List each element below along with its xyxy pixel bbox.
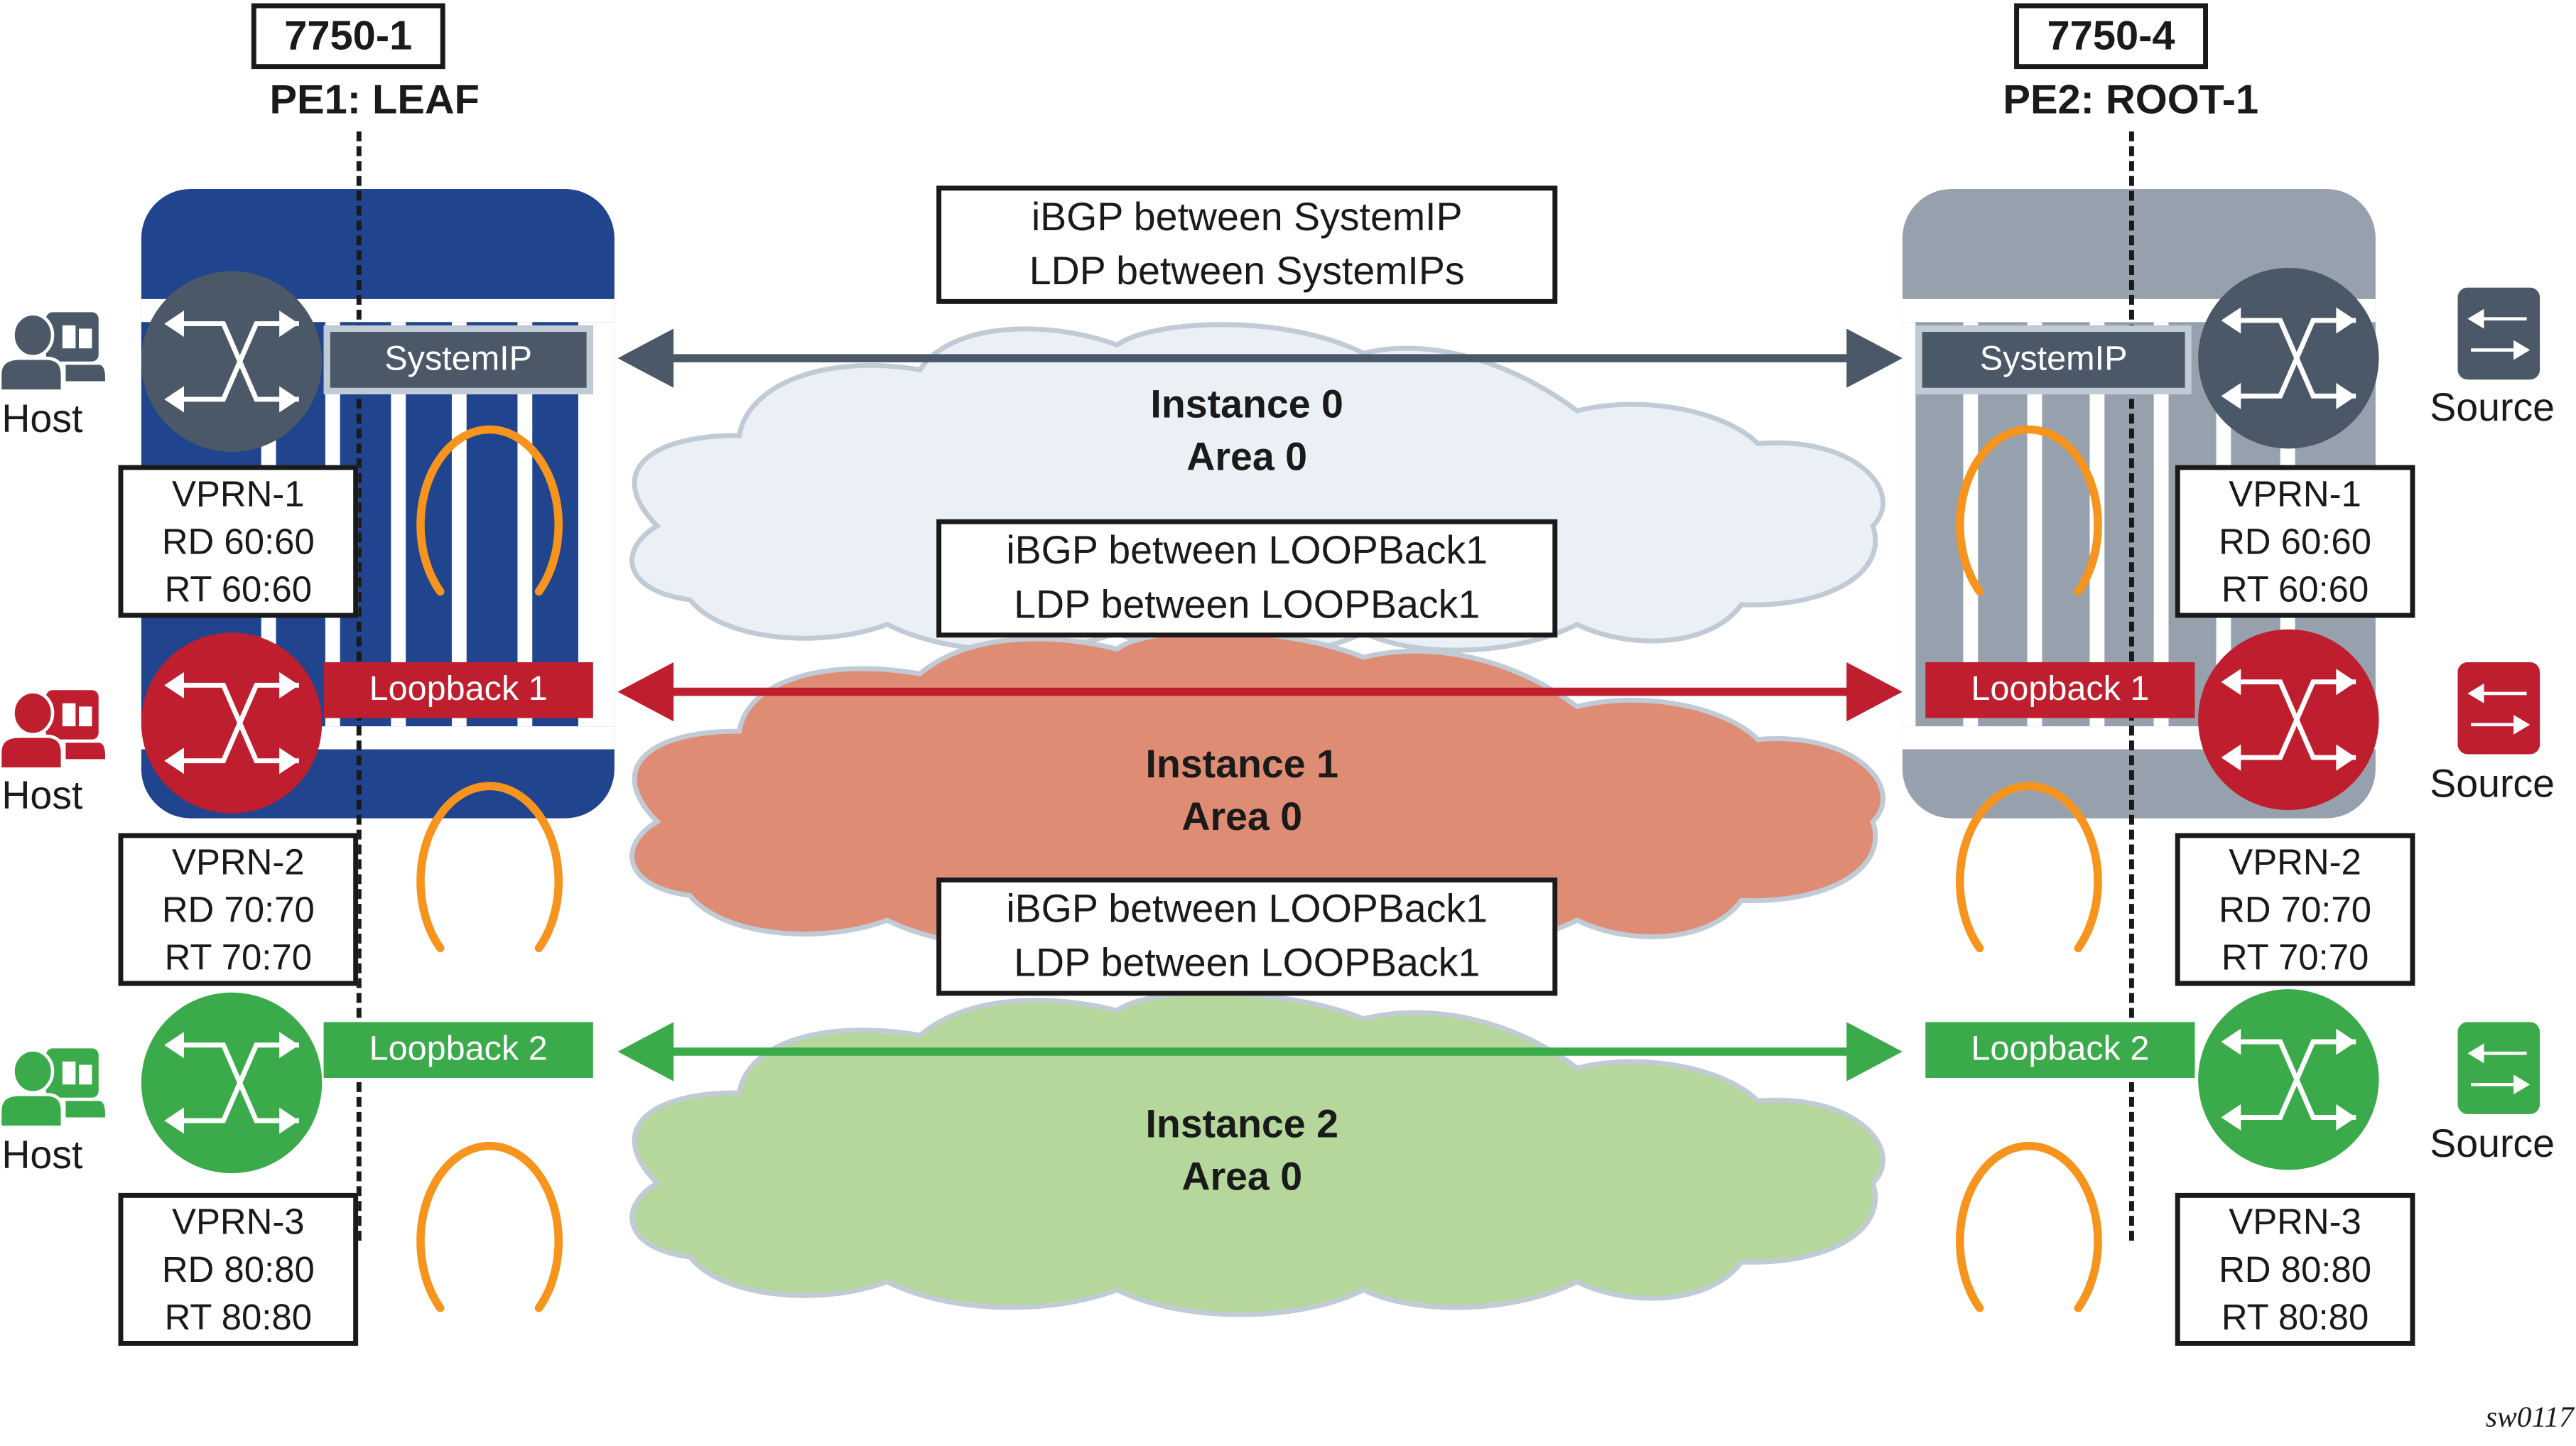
router-icon (141, 632, 323, 814)
orange-loop-icon (1956, 782, 2102, 953)
slot-stripe (1902, 322, 1916, 727)
arrow-loopback-2 (617, 1022, 1903, 1081)
source-switch-icon (2457, 662, 2540, 755)
slot-stripe (517, 322, 533, 727)
area-title: Area 0 (1186, 435, 1308, 480)
source-label: Source (2430, 386, 2555, 431)
loopback-2-label-left: Loopback 2 (323, 1022, 593, 1078)
systemip-label-right: SystemIP (1915, 325, 2192, 394)
note-line: LDP between LOOPBack1 (1014, 941, 1481, 986)
source-label: Source (2430, 762, 2555, 807)
device-name-left: 7750-1 (251, 3, 445, 70)
router-icon (141, 271, 323, 452)
router-icon (2198, 267, 2379, 449)
arrow-loopback-1 (617, 662, 1903, 722)
vprn-rd: RD 60:60 (2219, 521, 2372, 562)
vprn-name: VPRN-2 (2229, 841, 2361, 883)
systemip-label-left: SystemIP (323, 325, 593, 394)
vprn-rt: RT 80:80 (164, 1296, 313, 1338)
vprn-box-left-3: VPRN-3 RD 80:80 RT 80:80 (118, 1192, 359, 1346)
host-label: Host (1, 1133, 83, 1179)
vprn-box-left-1: VPRN-1 RD 60:60 RT 60:60 (118, 465, 359, 618)
vprn-rt: RT 60:60 (164, 568, 313, 610)
slot-stripe (451, 322, 467, 727)
cloud-instance-2 (629, 991, 1885, 1317)
host-icon (0, 1048, 105, 1129)
vprn-box-right-3: VPRN-3 RD 80:80 RT 80:80 (2175, 1192, 2415, 1346)
protocol-note-instance-0: iBGP between SystemIP LDP between System… (936, 185, 1558, 304)
note-line: LDP between SystemIPs (1029, 249, 1465, 294)
source-switch-icon (2457, 1022, 2540, 1114)
vprn-name: VPRN-3 (2229, 1201, 2361, 1243)
slot-stripe (1963, 322, 1979, 727)
device-role-left: PE1: LEAF (269, 77, 480, 124)
vprn-rt: RT 70:70 (164, 937, 313, 978)
router-icon (141, 992, 323, 1174)
instance-title: Instance 1 (1145, 743, 1338, 787)
vprn-name: VPRN-2 (172, 841, 305, 883)
area-title: Area 0 (1181, 1155, 1303, 1200)
instance-title: Instance 0 (1150, 382, 1343, 428)
loopback-1-label-left: Loopback 1 (323, 662, 593, 718)
orange-loop-icon (1956, 1141, 2102, 1312)
vprn-rt: RT 80:80 (2221, 1296, 2369, 1338)
host-icon (0, 690, 105, 771)
vprn-name: VPRN-3 (172, 1201, 305, 1243)
vprn-rt: RT 70:70 (2221, 937, 2369, 978)
protocol-note-instance-2: iBGP between LOOPBack1 LDP between LOOPB… (936, 877, 1558, 996)
orange-loop-icon (1956, 425, 2102, 596)
arrow-systemip (617, 328, 1903, 388)
vprn-rd: RD 60:60 (161, 521, 315, 562)
cloud-label-instance-2: Instance 2 Area 0 (995, 1099, 1488, 1204)
orange-loop-icon (416, 1141, 563, 1312)
slot-stripe (2153, 322, 2169, 727)
source-switch-icon (2457, 287, 2540, 380)
cloud-label-instance-1: Instance 1 Area 0 (995, 740, 1488, 845)
vprn-rd: RD 80:80 (161, 1248, 315, 1290)
device-name-right: 7750-4 (2014, 3, 2208, 70)
orange-loop-icon (416, 782, 563, 953)
slot-stripe (2027, 322, 2042, 727)
loopback-2-label-right: Loopback 2 (1925, 1022, 2195, 1078)
vprn-name: VPRN-1 (2229, 473, 2361, 514)
note-line: LDP between LOOPBack1 (1014, 583, 1481, 628)
figure-id: sw0117 (2485, 1400, 2574, 1433)
device-role-right: PE2: ROOT-1 (2003, 77, 2259, 124)
vprn-name: VPRN-1 (172, 473, 305, 514)
vprn-rd: RD 70:70 (2219, 889, 2372, 930)
loopback-1-label-right: Loopback 1 (1925, 662, 2195, 718)
protocol-note-instance-1: iBGP between LOOPBack1 LDP between LOOPB… (936, 519, 1558, 638)
host-icon (0, 312, 105, 393)
slot-stripe (391, 322, 406, 727)
cloud-label-instance-0: Instance 0 Area 0 (1000, 379, 1493, 485)
router-icon (2198, 629, 2379, 811)
vprn-rd: RD 70:70 (161, 889, 315, 930)
note-line: iBGP between LOOPBack1 (1006, 887, 1488, 932)
vprn-rt: RT 60:60 (2221, 568, 2369, 610)
orange-loop-icon (416, 425, 563, 596)
area-title: Area 0 (1181, 795, 1303, 840)
host-label: Host (1, 774, 83, 819)
source-label: Source (2430, 1122, 2555, 1167)
router-icon (2198, 989, 2379, 1170)
vprn-box-right-2: VPRN-2 RD 70:70 RT 70:70 (2175, 833, 2415, 986)
instance-title: Instance 2 (1145, 1102, 1338, 1148)
vprn-box-right-1: VPRN-1 RD 60:60 RT 60:60 (2175, 465, 2415, 618)
note-line: iBGP between LOOPBack1 (1006, 529, 1488, 574)
host-label: Host (1, 397, 83, 443)
vprn-rd: RD 80:80 (2219, 1248, 2372, 1290)
note-line: iBGP between SystemIP (1031, 195, 1463, 240)
vprn-box-left-2: VPRN-2 RD 70:70 RT 70:70 (118, 833, 359, 986)
